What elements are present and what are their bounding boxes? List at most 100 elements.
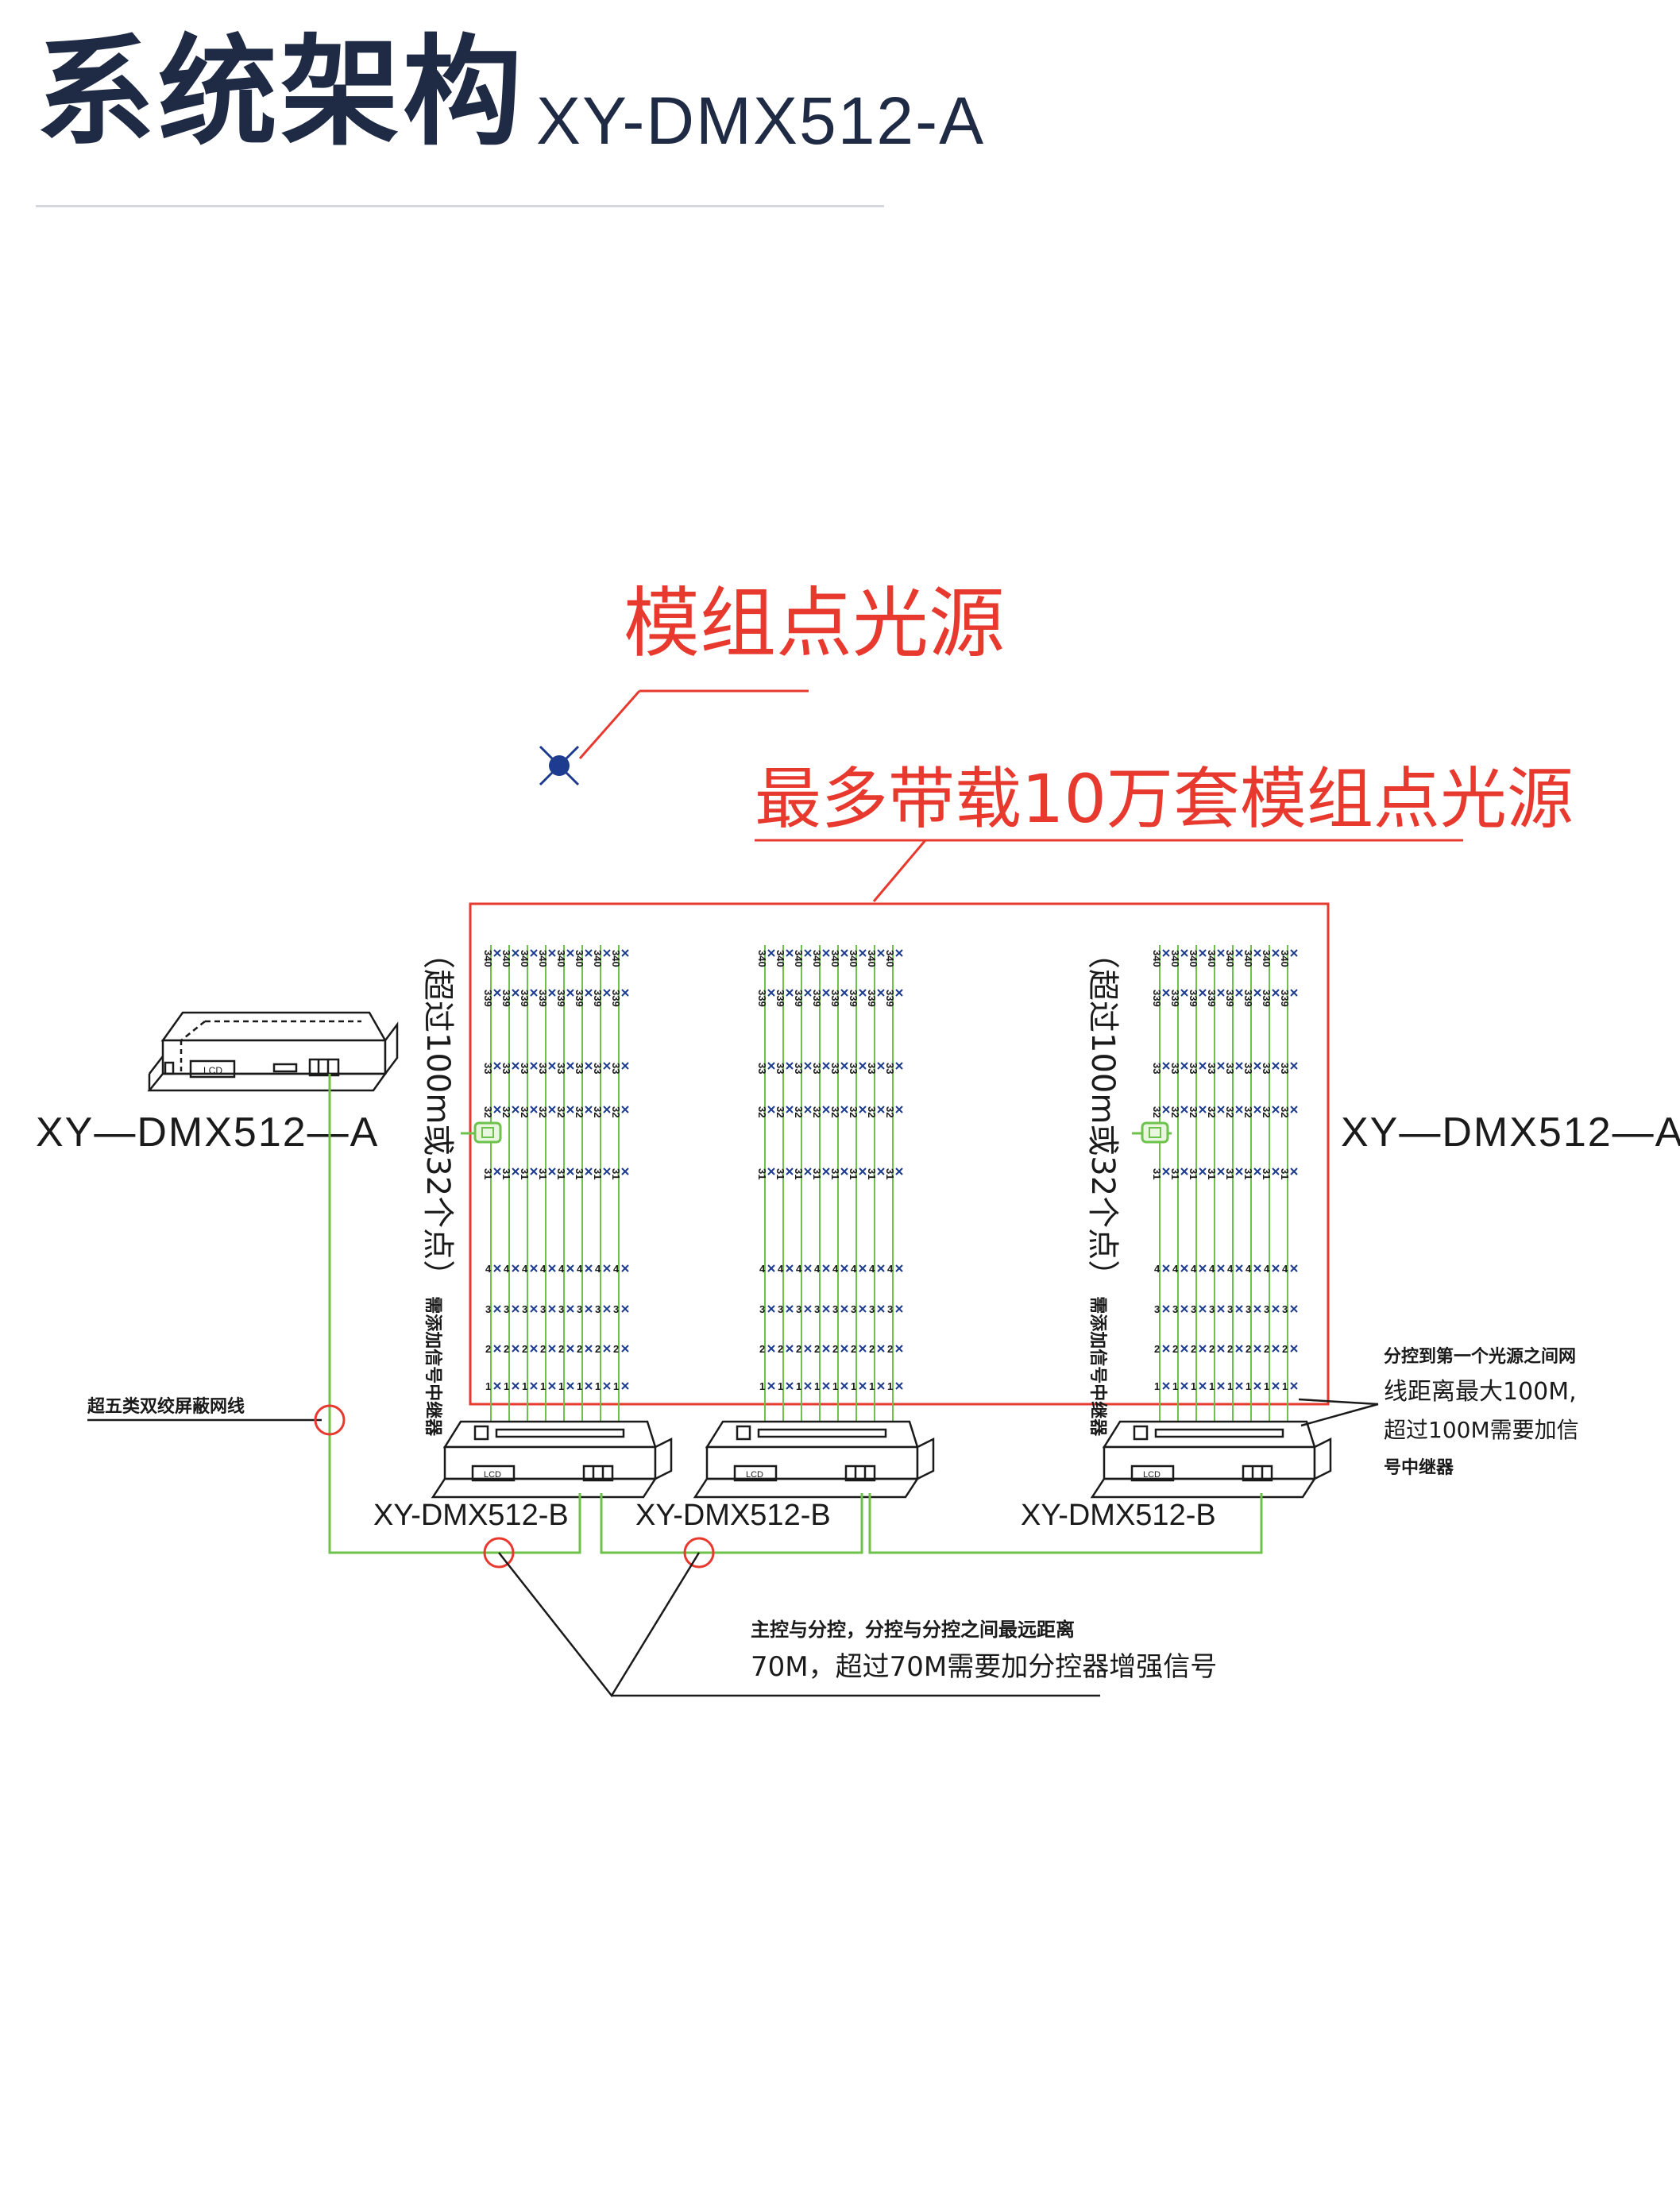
node-index-label: 3: [887, 1303, 893, 1315]
sub-controller-side: [916, 1437, 935, 1481]
node-index-label: 2: [485, 1343, 491, 1355]
light-node-icon: [1290, 949, 1298, 957]
distance-note-right-line2: 线距离最大100M,: [1384, 1378, 1577, 1406]
node-index-label: 4: [595, 1263, 601, 1275]
light-node-icon: [1253, 1264, 1261, 1272]
light-node-icon: [566, 1264, 574, 1272]
node-index-label: 32: [574, 1106, 585, 1117]
light-node-icon: [621, 1305, 629, 1313]
light-node-icon: [1235, 1106, 1243, 1113]
light-node-icon: [822, 949, 830, 957]
node-index-label: 2: [1264, 1343, 1269, 1355]
distance-note-right-leader: [1298, 1398, 1379, 1406]
light-node-icon: [877, 1305, 885, 1313]
light-node-icon: [530, 949, 538, 957]
node-index-label: 3: [595, 1303, 601, 1315]
light-node-icon: [877, 989, 885, 997]
node-index-label: 33: [519, 1063, 531, 1074]
node-index-label: 340: [537, 950, 549, 967]
node-index-label: 340: [1206, 950, 1218, 967]
light-node-icon: [1272, 1062, 1280, 1070]
node-index-label: 340: [519, 950, 531, 967]
light-node-icon: [621, 1264, 629, 1272]
light-node-icon: [1162, 1062, 1170, 1070]
light-node-icon: [1253, 1167, 1261, 1175]
light-node-icon: [786, 1382, 794, 1390]
node-index-label: 33: [1224, 1063, 1236, 1074]
node-index-label: 339: [1151, 990, 1163, 1007]
light-node-icon: [1180, 1106, 1188, 1113]
sub-controller-label: XY-DMX512-B: [635, 1499, 831, 1532]
node-index-label: 2: [832, 1343, 838, 1355]
node-index-label: 3: [1209, 1303, 1215, 1315]
light-node-icon: [877, 1062, 885, 1070]
light-node-icon: [530, 1167, 538, 1175]
node-index-label: 32: [555, 1106, 567, 1117]
light-node-icon: [1180, 1305, 1188, 1313]
light-node-icon: [1235, 989, 1243, 997]
node-index-label: 32: [537, 1106, 549, 1117]
page-subtitle: XY-DMX512-A: [536, 83, 986, 158]
node-index-label: 2: [613, 1343, 619, 1355]
node-index-label: 4: [613, 1263, 620, 1275]
sub-controller-lcd: [733, 1465, 778, 1482]
node-index-label: 2: [1191, 1343, 1196, 1355]
sub-controller-front: [705, 1445, 919, 1480]
node-index-label: 4: [1227, 1263, 1234, 1275]
node-index-label: 4: [851, 1263, 857, 1275]
light-node-icon: [603, 949, 611, 957]
node-index-label: 4: [1191, 1263, 1197, 1275]
light-node-icon: [566, 989, 574, 997]
light-node-icon: [493, 1345, 501, 1353]
node-index-label: 33: [793, 1063, 805, 1074]
light-node-icon: [1199, 1264, 1207, 1272]
node-index-label: 31: [519, 1168, 531, 1179]
light-node-icon: [877, 1345, 885, 1353]
light-node-icon: [859, 1305, 867, 1313]
node-index-label: 33: [756, 1063, 768, 1074]
node-index-label: 339: [756, 990, 768, 1007]
node-index-label: 1: [851, 1380, 856, 1392]
node-index-label: 1: [613, 1380, 619, 1392]
light-node-icon: [1290, 1382, 1298, 1390]
node-index-label: 1: [778, 1380, 783, 1392]
light-node-icon: [493, 1264, 501, 1272]
node-index-label: 4: [540, 1263, 546, 1275]
light-node-icon: [603, 1305, 611, 1313]
title-divider: [36, 205, 884, 207]
node-index-label: 1: [1191, 1380, 1196, 1392]
node-index-label: 33: [1206, 1063, 1218, 1074]
light-node-icon: [1253, 1062, 1261, 1070]
node-index-label: 3: [1264, 1303, 1269, 1315]
light-node-icon: [822, 989, 830, 997]
light-node-icon: [895, 1264, 903, 1272]
light-node-icon: [1217, 1305, 1225, 1313]
node-index-label: 32: [866, 1106, 878, 1117]
node-index-label: 2: [1227, 1343, 1233, 1355]
light-node-icon: [1290, 1106, 1298, 1113]
node-index-label: 32: [1242, 1106, 1254, 1117]
node-index-label: 31: [774, 1168, 786, 1179]
sub-controller-screen: [473, 1425, 489, 1441]
light-node-icon: [1272, 1106, 1280, 1113]
light-node-icon: [1253, 1106, 1261, 1113]
node-index-label: 3: [1172, 1303, 1178, 1315]
node-index-label: 2: [595, 1343, 601, 1355]
sub-controller-base: [431, 1477, 658, 1499]
distance-marker-circle: [683, 1537, 715, 1569]
node-index-label: 31: [756, 1168, 768, 1179]
light-node-icon: [859, 949, 867, 957]
node-index-label: 339: [848, 990, 859, 1007]
light-node-icon: [859, 1062, 867, 1070]
distance-note-right-line3: 超过100M需要加信: [1384, 1417, 1579, 1443]
node-index-label: 33: [592, 1063, 604, 1074]
node-index-label: 340: [848, 950, 859, 967]
light-node-icon: [786, 1264, 794, 1272]
node-index-label: 1: [540, 1380, 546, 1392]
light-node-icon: [822, 1264, 830, 1272]
light-node-icon: [1162, 1106, 1170, 1113]
light-node-icon: [877, 1382, 885, 1390]
light-node-icon: [1290, 1264, 1298, 1272]
node-index-label: 340: [756, 950, 768, 967]
node-index-label: 1: [485, 1380, 491, 1392]
